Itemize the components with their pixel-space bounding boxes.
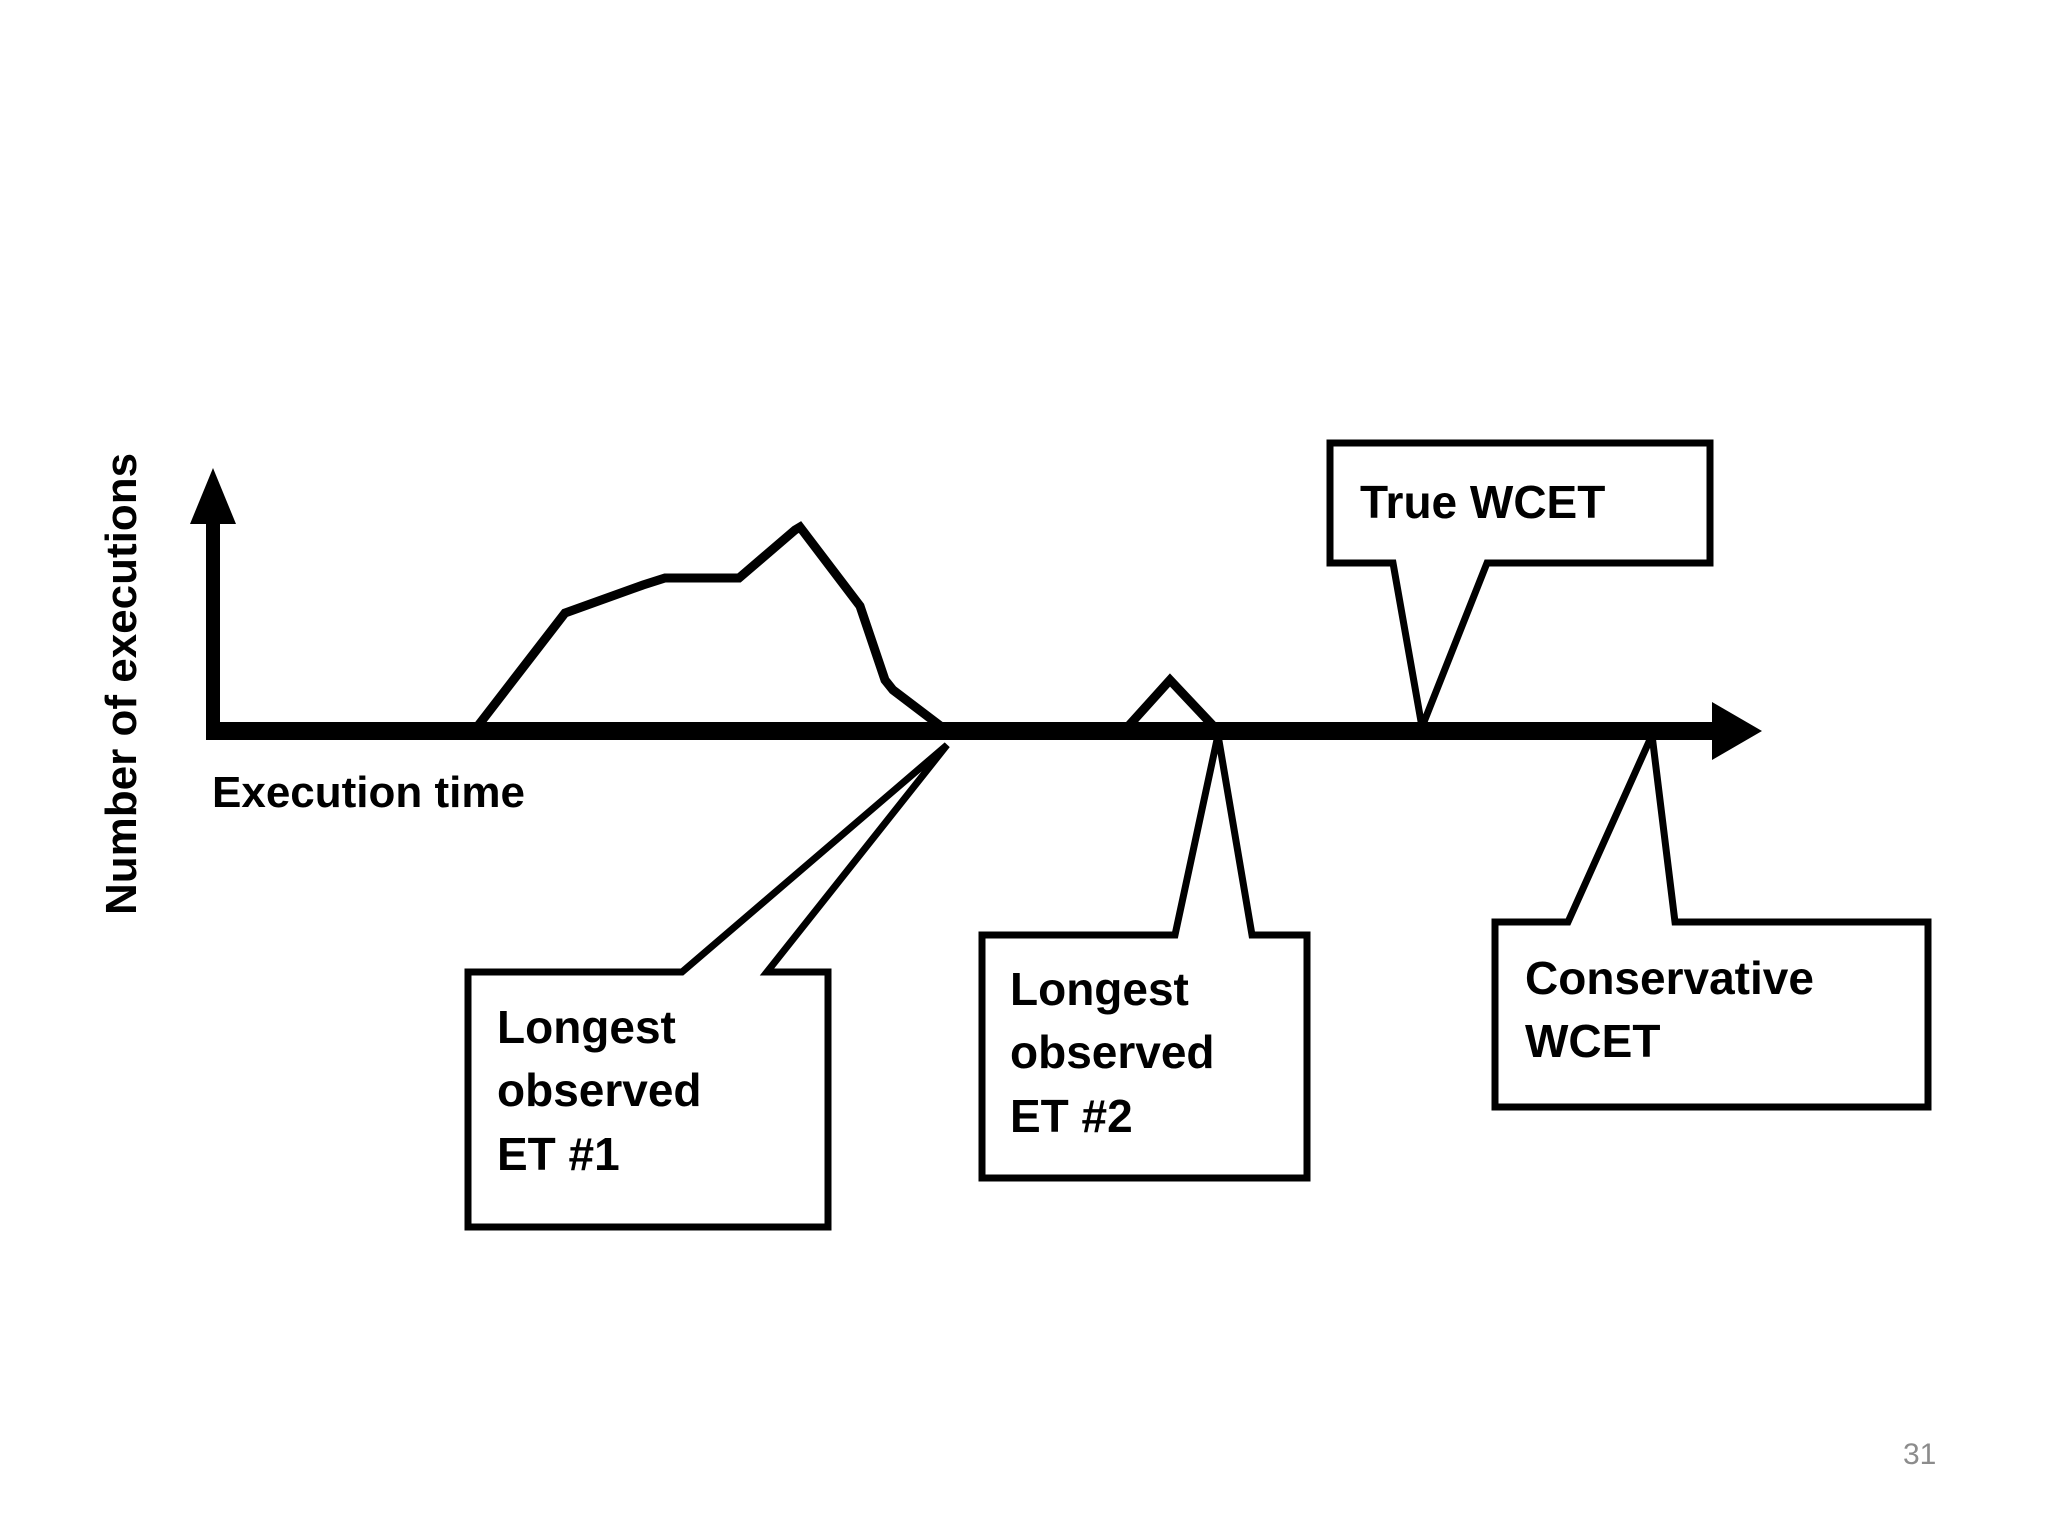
- callout-et1-line-2: observed: [497, 1064, 702, 1117]
- callout-true-wcet-label: True WCET: [1360, 476, 1606, 528]
- page-number: 31: [1903, 1438, 1937, 1471]
- distribution-curve-second: [1120, 673, 1222, 735]
- x-axis: [206, 702, 1762, 760]
- callout-cons-line-1: Conservative: [1525, 952, 1814, 1004]
- callout-conservative-wcet[interactable]: [1491, 722, 1932, 1111]
- x-axis-label: Execution time: [212, 768, 525, 817]
- callout-conservative-wcet-label: Conservative WCET: [1525, 947, 1925, 1074]
- callout-et1-line-3: ET #1: [497, 1127, 620, 1180]
- callout-et1-line-1: Longest: [497, 1001, 676, 1053]
- y-axis-label: Number of executions: [97, 452, 146, 915]
- callout-et2-line-3: ET #2: [1010, 1089, 1133, 1142]
- callout-true-wcet[interactable]: [1326, 439, 1714, 740]
- y-axis: [190, 468, 236, 731]
- callout-et1-label: Longest observed ET #1: [497, 996, 817, 1186]
- callout-et2-label: Longest observed ET #2: [1010, 958, 1300, 1148]
- callout-et2-line-2: observed: [1010, 1026, 1215, 1079]
- callout-cons-line-2: WCET: [1525, 1015, 1661, 1068]
- callout-et2-line-1: Longest: [1010, 963, 1189, 1015]
- distribution-curve-main: [470, 521, 950, 735]
- callout-longest-observed-et1[interactable]: [464, 742, 950, 1231]
- callout-longest-observed-et2[interactable]: [978, 734, 1311, 1182]
